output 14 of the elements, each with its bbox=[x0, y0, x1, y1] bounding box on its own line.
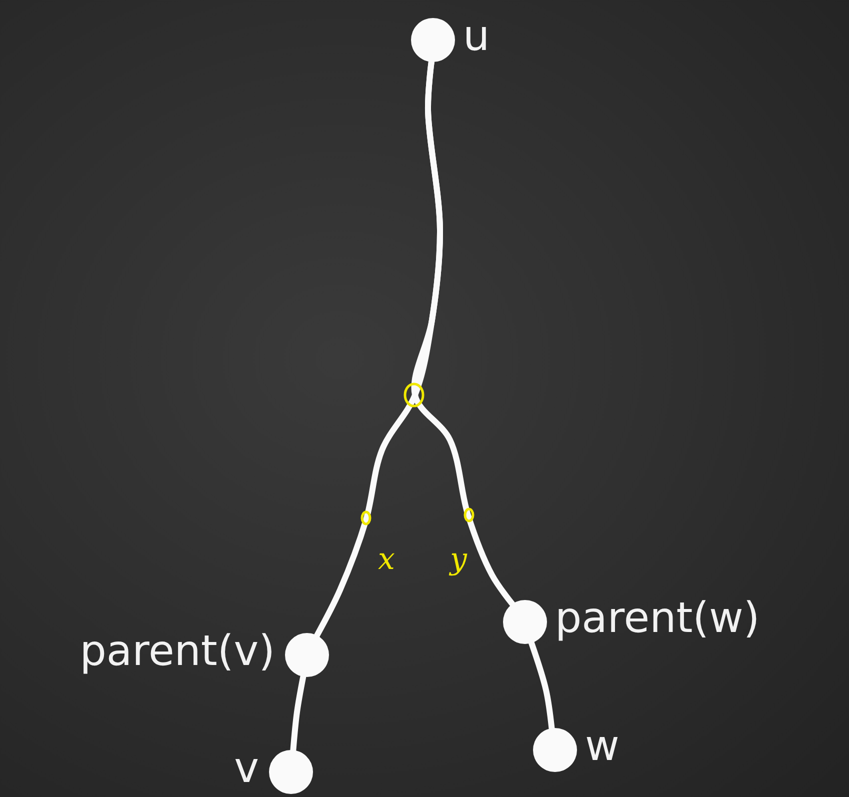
node-circle bbox=[411, 18, 455, 62]
node-circle bbox=[503, 600, 547, 644]
node-label: w bbox=[585, 725, 620, 767]
tree-edge bbox=[528, 640, 555, 732]
node-label: u bbox=[463, 15, 490, 57]
node-circle bbox=[269, 750, 313, 794]
handwritten-label: x bbox=[378, 545, 395, 575]
node-label: parent(w) bbox=[555, 597, 760, 639]
node-circle bbox=[533, 728, 577, 772]
node-circle bbox=[285, 633, 329, 677]
handwritten-label: y bbox=[450, 545, 467, 575]
node-label: parent(v) bbox=[80, 630, 275, 672]
node-label: v bbox=[234, 747, 259, 789]
tree-edge bbox=[290, 674, 306, 754]
